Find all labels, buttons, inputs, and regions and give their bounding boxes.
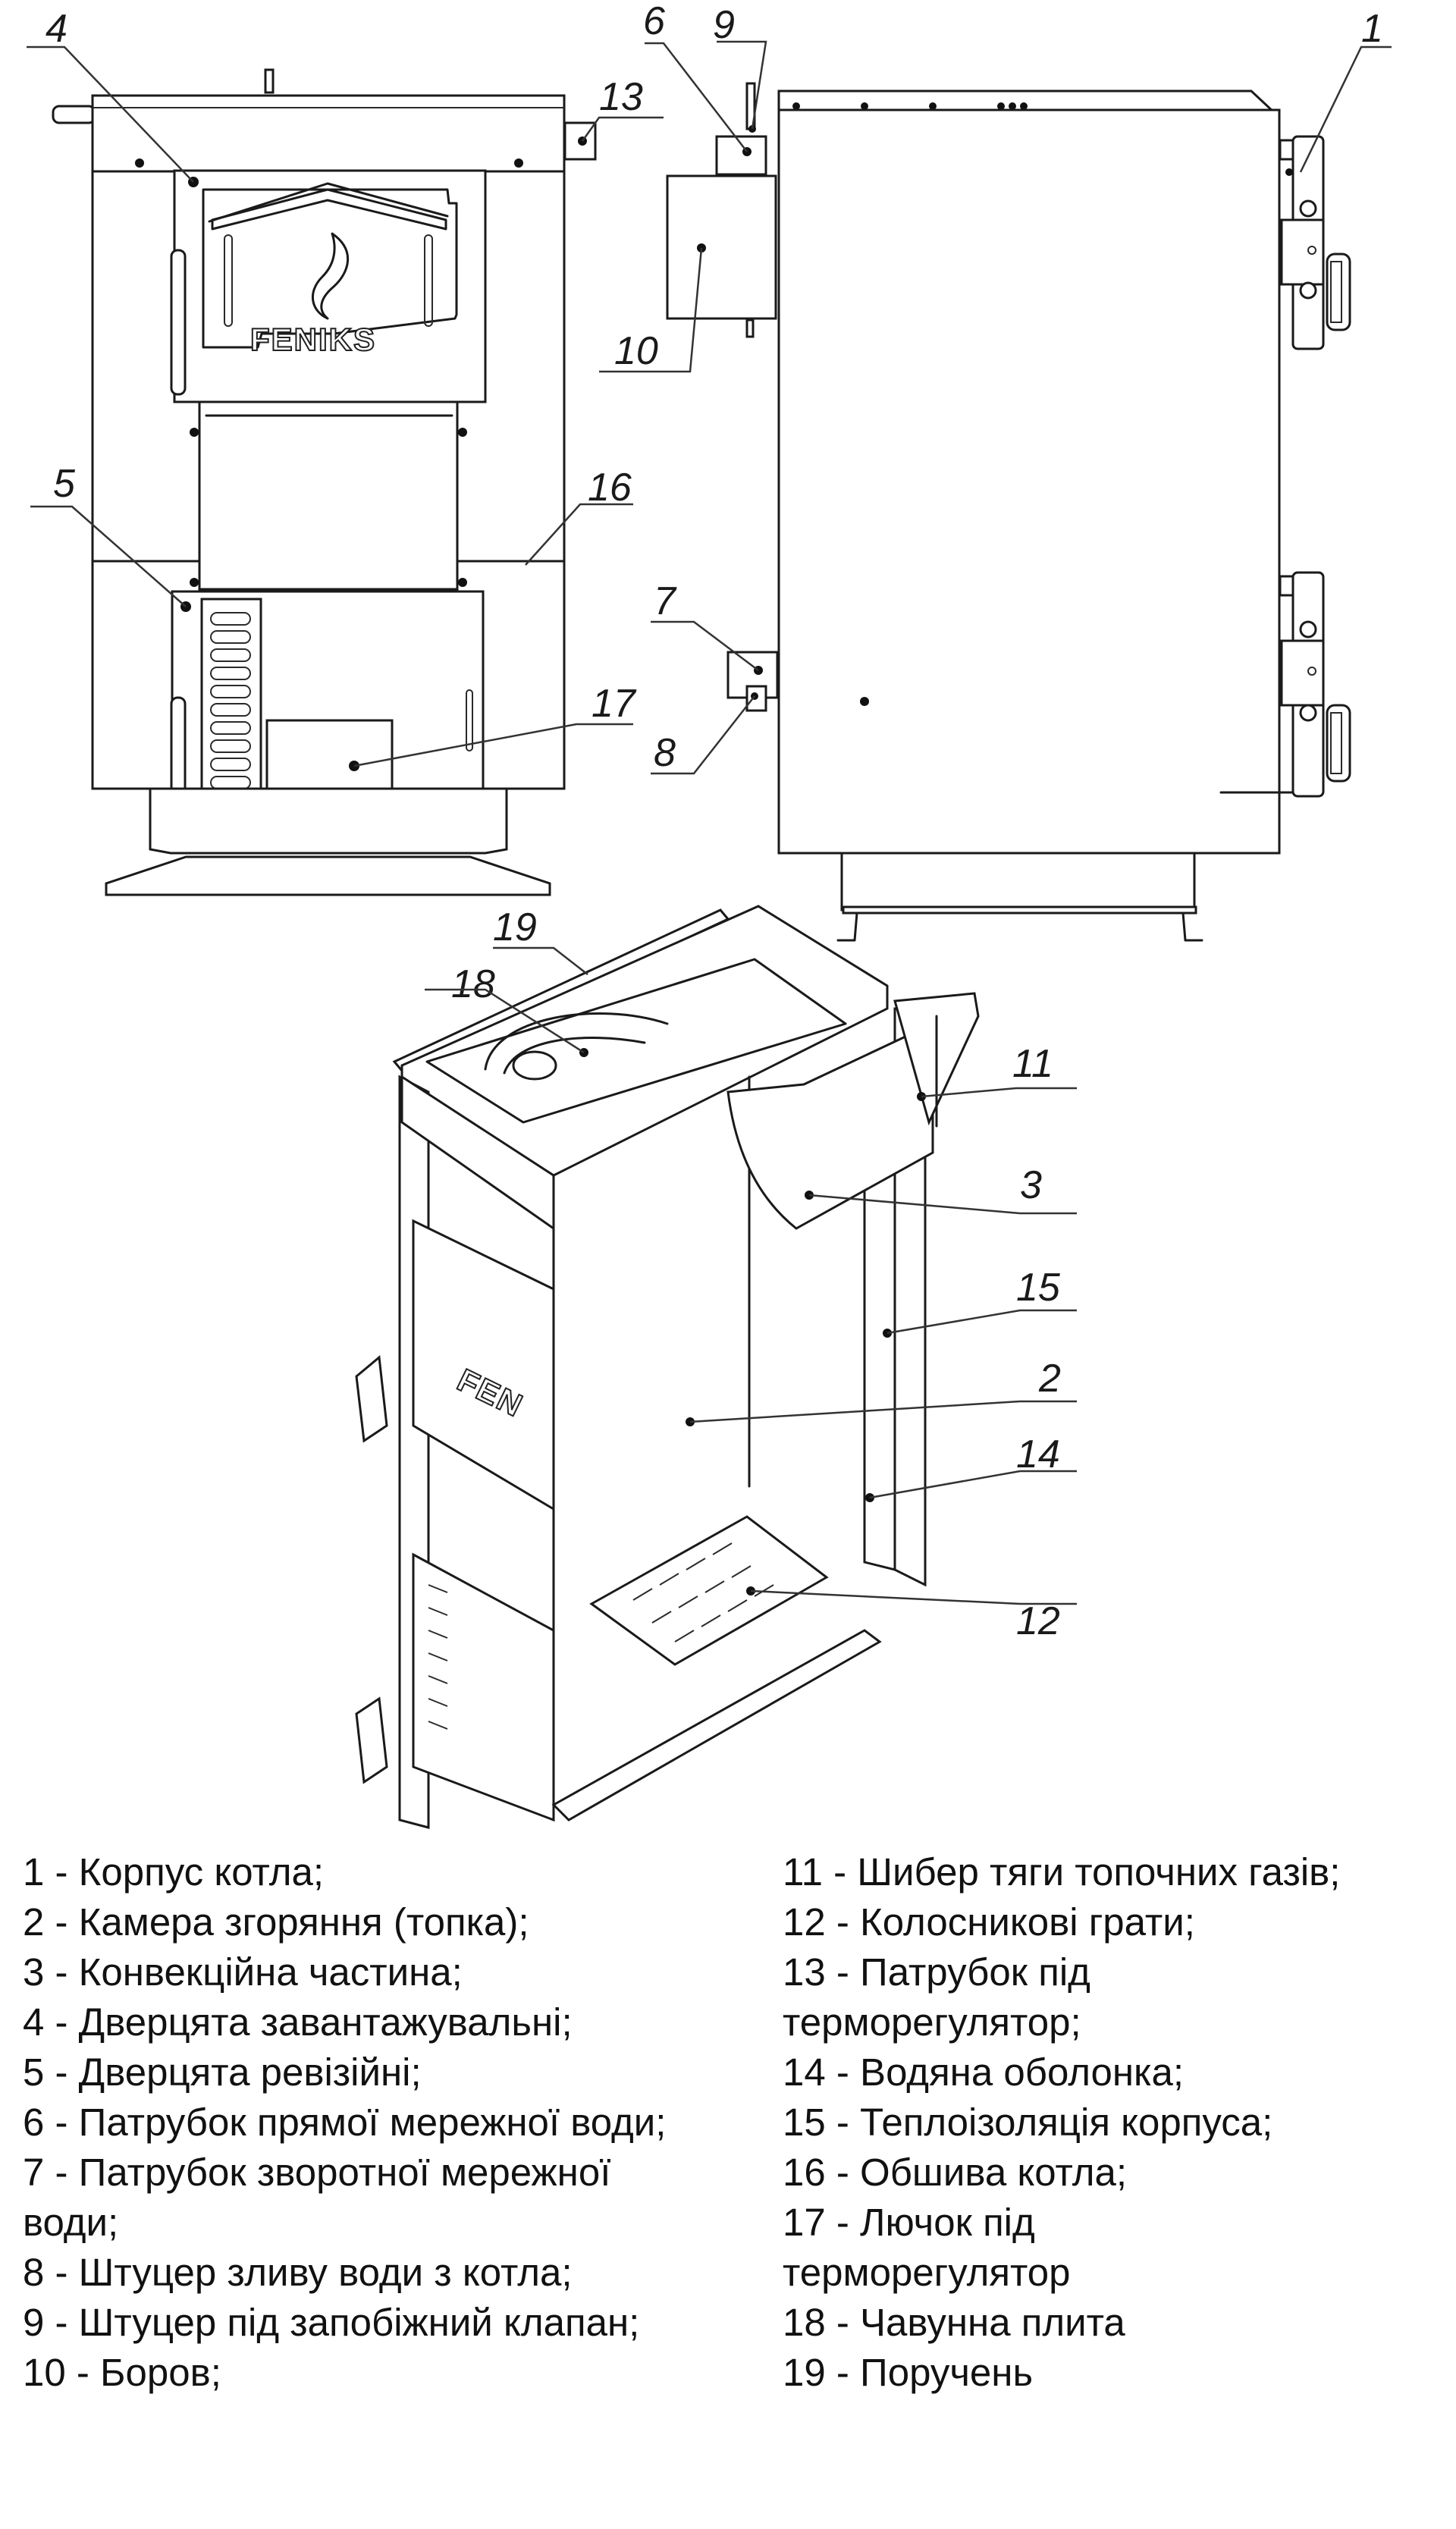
callout-11: 11 (1012, 1042, 1053, 1086)
callout-10: 10 (614, 329, 658, 373)
side-view (666, 82, 1351, 942)
legend-item: 17 - Лючок під терморегулятор (783, 2201, 1071, 2294)
revision-door-vents (210, 612, 251, 789)
legend-item: 6 - Патрубок прямої мережної води; (23, 2101, 667, 2144)
callout-4: 4 (46, 7, 67, 51)
legend-item: 18 - Чавунна плита (783, 2301, 1125, 2344)
legend-item: 15 - Теплоізоляція корпуса; (783, 2101, 1273, 2144)
base-plate (105, 855, 551, 896)
callout-16: 16 (588, 466, 632, 510)
loading-door (173, 169, 487, 403)
legend-item: 12 - Колосникові грати; (783, 1900, 1195, 1944)
legend-item: 19 - Поручень (783, 2351, 1034, 2394)
callout-19: 19 (493, 905, 537, 949)
callouts: 4 13 5 16 17 6 9 10 1 7 8 19 18 (27, 0, 1392, 1643)
callout-6: 6 (643, 0, 665, 43)
lower-door-hinge (1219, 571, 1351, 798)
iso-door-handle (355, 1355, 388, 1443)
callout-3: 3 (1020, 1163, 1042, 1207)
legend-item: 2 - Камера згоряння (топка); (23, 1900, 529, 1944)
legend-item: 5 - Дверцята ревізійні; (23, 2050, 422, 2094)
callout-5: 5 (53, 462, 76, 506)
callout-2: 2 (1038, 1357, 1061, 1401)
door-brand-logo: FENIKS (250, 322, 376, 357)
left-pipe (52, 105, 96, 124)
callout-18: 18 (451, 962, 495, 1006)
legend-right-column: 11 - Шибер тяги топочних газів; 12 - Кол… (783, 1847, 1450, 2398)
legend-item: 13 - Патрубок під терморегулятор; (783, 1950, 1102, 2044)
callout-9: 9 (713, 3, 735, 47)
callout-12: 12 (1016, 1599, 1060, 1643)
callout-7: 7 (654, 579, 677, 623)
callout-17: 17 (592, 682, 637, 726)
iso-loading-door (412, 1219, 555, 1511)
legend-item: 14 - Водяна оболонка; (783, 2050, 1185, 2094)
legend-item: 16 - Обшива котла; (783, 2151, 1128, 2194)
callout-15: 15 (1016, 1266, 1061, 1310)
callout-13: 13 (599, 75, 643, 119)
cast-iron-plate (425, 958, 847, 1124)
callout-14: 14 (1016, 1432, 1060, 1476)
boiler-technical-drawing: FENIKS (27, 0, 1392, 1829)
legend-left-column: 1 - Корпус котла; 2 - Камера згоряння (т… (23, 1847, 751, 2398)
flue (666, 174, 777, 320)
legend-item: 8 - Штуцер зливу води з котла; (23, 2251, 573, 2294)
legend-item: 4 - Дверцята завантажувальні; (23, 2000, 573, 2044)
side-casing (777, 108, 1281, 855)
door-handle (170, 249, 187, 396)
flame-logo-icon (311, 232, 349, 320)
grate-slots (632, 1542, 774, 1643)
callout-8: 8 (654, 731, 676, 775)
supply-water-pipe (715, 135, 767, 176)
iso-revision-door (412, 1552, 555, 1822)
upper-door-hinge (1279, 135, 1351, 350)
isometric-cutaway-view: FEN (355, 905, 980, 1829)
legend-item: 1 - Корпус котла; (23, 1850, 324, 1894)
callout-1: 1 (1361, 7, 1383, 51)
legend-item: 10 - Боров; (23, 2351, 221, 2394)
front-view: FENIKS (52, 68, 597, 896)
legend-item: 3 - Конвекційна частина; (23, 1950, 463, 1994)
convection-part (726, 1021, 934, 1230)
legend-item: 11 - Шибер тяги топочних газів; (783, 1850, 1341, 1894)
legend-item: 7 - Патрубок зворотної мережної води; (23, 2151, 622, 2244)
top-pin (264, 68, 275, 94)
legend-item: 9 - Штуцер під запобіжний клапан; (23, 2301, 640, 2344)
